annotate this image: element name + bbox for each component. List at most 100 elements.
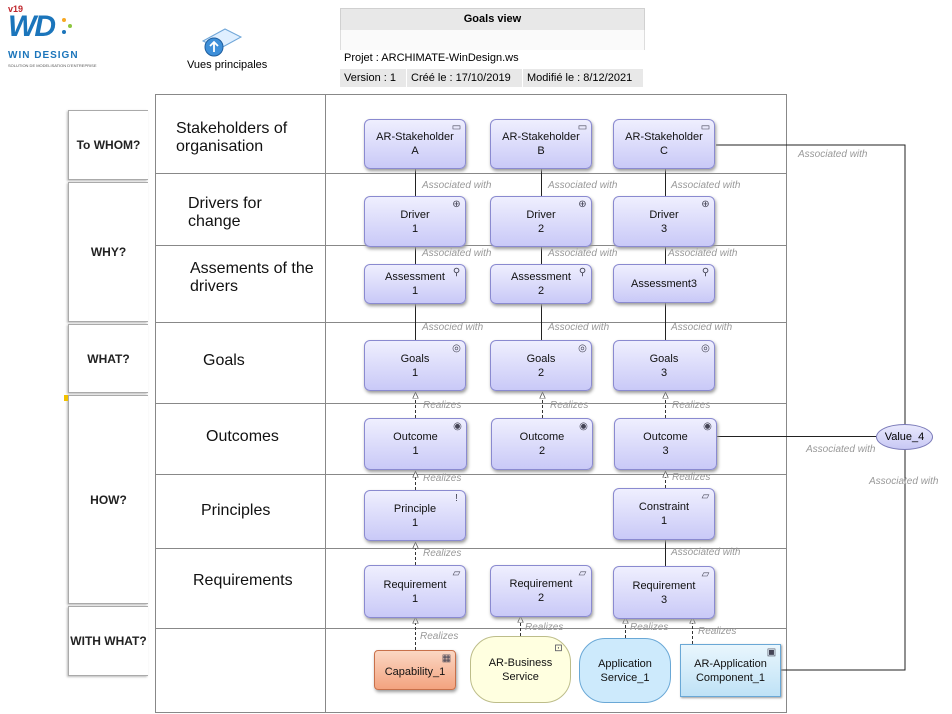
element-stakeholder-b[interactable]: ▭ AR-Stakeholder B [490, 119, 592, 169]
tab-what: WHAT? [68, 324, 148, 393]
stakeholder-icon: ▭ [577, 122, 588, 133]
outcome-icon: ◉ [453, 421, 462, 432]
element-name: Goals [649, 352, 679, 365]
element-outcome-2[interactable]: ◉ Outcome 2 [491, 418, 593, 470]
element-goal-2[interactable]: ◎ Goals 2 [490, 340, 592, 391]
driver-icon: ⊕ [701, 199, 710, 210]
element-name: Value_4 [884, 431, 925, 443]
row-label-outcomes: Outcomes [206, 428, 279, 445]
element-value-4[interactable]: Value_4 [876, 424, 933, 450]
element-suffix: 1 [411, 285, 419, 297]
element-application-component-1[interactable]: ▣ AR-Application Component_1 [680, 644, 781, 697]
capability-icon: ▦ [441, 653, 452, 664]
element-name: AR-Stakeholder [625, 131, 703, 143]
element-suffix: 1 [411, 222, 419, 235]
element-name: AR-Application [694, 657, 767, 670]
logo-mark: WD [8, 10, 56, 43]
tab-with-what-label: WITH WHAT? [70, 634, 147, 648]
element-name: Goals [526, 352, 556, 365]
element-assessment-2[interactable]: ⚲ Assessment 2 [490, 264, 592, 304]
element-business-service[interactable]: ⊡ AR-Business Service [470, 636, 571, 703]
element-driver-2[interactable]: ⊕ Driver 2 [490, 196, 592, 247]
element-suffix: Component_1 [695, 671, 766, 684]
element-suffix: 2 [537, 285, 545, 297]
tab-with-what: WITH WHAT? [68, 606, 148, 676]
element-requirement-2[interactable]: ▱ Requirement 2 [490, 565, 592, 617]
magnifier-icon: ⚲ [452, 267, 461, 278]
goal-icon: ◎ [452, 343, 461, 354]
element-driver-3[interactable]: ⊕ Driver 3 [613, 196, 715, 247]
element-suffix: Service_1 [600, 671, 650, 684]
element-outcome-1[interactable]: ◉ Outcome 1 [364, 418, 467, 470]
relation-label: Associed with [671, 322, 733, 333]
relation-label: Associated with [422, 248, 492, 259]
tab-to-whom-label: To WHOM? [76, 138, 141, 152]
association-lines [415, 144, 906, 671]
relation-label: Associated with [869, 476, 939, 487]
constraint-icon: ▱ [701, 491, 710, 502]
business-service-icon: ⊡ [554, 643, 563, 654]
row-label-principles: Principles [201, 502, 271, 519]
element-requirement-3[interactable]: ▱ Requirement 3 [613, 566, 715, 619]
relation-label: Associated with [671, 547, 741, 558]
tab-what-label: WHAT? [87, 351, 130, 366]
vues-principales-link[interactable]: Vues principales [187, 59, 268, 71]
relation-label: Associed with [422, 322, 484, 333]
principle-icon: ! [455, 493, 458, 504]
relation-label: Realizes [698, 626, 737, 637]
tab-how-label: HOW? [90, 492, 127, 507]
relation-label: Realizes [672, 472, 711, 483]
goal-icon: ◎ [701, 343, 710, 354]
relation-label: Associated with [671, 180, 741, 191]
component-icon: ▣ [766, 647, 777, 658]
element-stakeholder-c[interactable]: ▭ AR-Stakeholder C [613, 119, 715, 169]
realization-lines [416, 395, 693, 650]
tab-how: HOW? [68, 395, 148, 604]
element-suffix: 1 [412, 445, 419, 457]
project-name: Projet : ARCHIMATE-WinDesign.ws [344, 52, 519, 64]
element-suffix: 2 [537, 592, 545, 604]
element-requirement-1[interactable]: ▱ Requirement 1 [364, 565, 466, 618]
element-name: Driver [526, 208, 556, 221]
element-name: Constraint [638, 501, 690, 513]
tab-why-label: WHY? [90, 245, 127, 259]
outcome-icon: ◉ [703, 421, 712, 432]
element-suffix: 3 [660, 222, 668, 235]
vues-principales-icon[interactable] [201, 27, 243, 57]
row-label-drivers: Drivers for change [188, 195, 262, 230]
relation-label: Realizes [525, 622, 564, 633]
logo-tagline: SOLUTION DE MODELISATION D'ENTREPRISE [8, 63, 97, 68]
element-name: AR-Stakeholder [376, 131, 454, 143]
relation-label: Associed with [548, 322, 610, 333]
relation-label: Associated with [668, 248, 738, 259]
element-name: AR-Business [488, 656, 553, 669]
logo-dots-icon [60, 18, 74, 40]
element-name: Requirement [509, 578, 573, 590]
element-suffix: 2 [537, 366, 545, 379]
element-principle-1[interactable]: ! Principle 1 [364, 490, 466, 541]
element-driver-1[interactable]: ⊕ Driver 1 [364, 196, 466, 247]
element-assessment-3[interactable]: ⚲ Assessment3 [613, 264, 715, 303]
element-suffix: Service [502, 670, 539, 683]
row-label-requirements: Requirements [193, 572, 293, 589]
element-application-service-1[interactable]: Application Service_1 [579, 638, 671, 703]
element-goal-1[interactable]: ◎ Goals 1 [364, 340, 466, 391]
element-assessment-1[interactable]: ⚲ Assessment 1 [364, 264, 466, 304]
element-capability-1[interactable]: ▦ Capability_1 [374, 650, 456, 690]
element-stakeholder-a[interactable]: ▭ AR-Stakeholder A [364, 119, 466, 169]
element-suffix: 3 [660, 593, 668, 606]
driver-icon: ⊕ [578, 199, 587, 210]
selection-handle [64, 395, 68, 401]
element-outcome-3[interactable]: ◉ Outcome 3 [614, 418, 717, 470]
relation-label: Associated with [798, 149, 868, 160]
created-cell: Créé le : 17/10/2019 [407, 69, 522, 87]
element-suffix: B [537, 145, 545, 157]
element-name: Requirement [632, 579, 696, 592]
element-name: Outcome [393, 431, 438, 443]
relation-label: Realizes [423, 548, 462, 559]
element-goal-3[interactable]: ◎ Goals 3 [613, 340, 715, 391]
element-suffix: 2 [538, 445, 546, 457]
element-constraint-1[interactable]: ▱ Constraint 1 [613, 488, 715, 540]
